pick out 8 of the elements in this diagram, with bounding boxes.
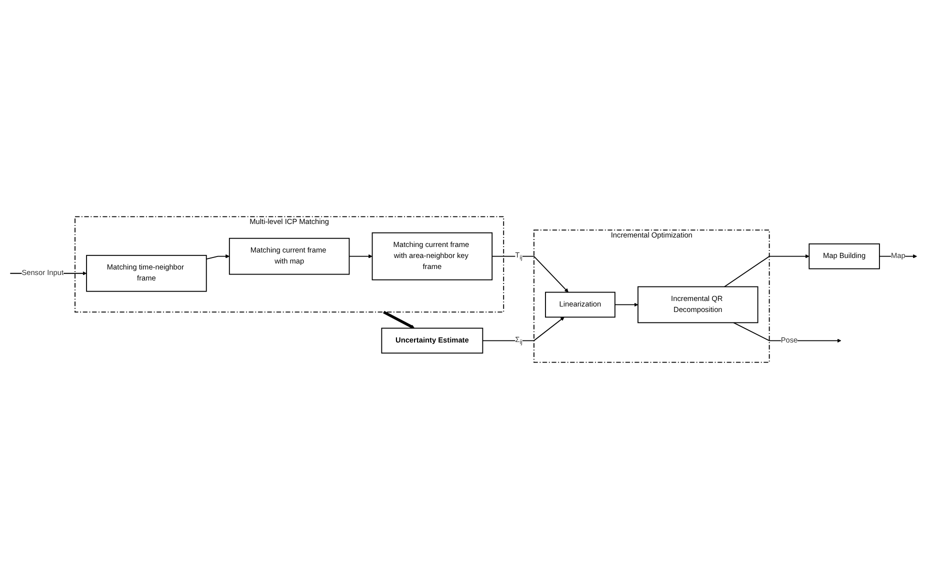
arrow (482, 316, 564, 341)
arrow (492, 255, 568, 292)
arrow (383, 310, 415, 328)
arrow (348, 254, 372, 258)
arrow (724, 254, 810, 287)
arrow (206, 254, 230, 260)
arrow (733, 322, 842, 342)
arrow (614, 302, 638, 306)
